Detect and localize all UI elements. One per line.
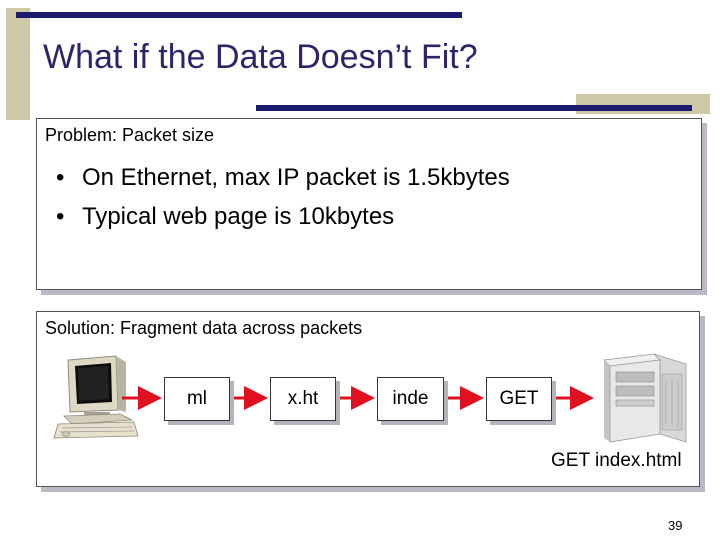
decorative-tan-bar-vertical <box>6 8 30 120</box>
packet-label: ml <box>186 388 208 409</box>
decorative-navy-bar-top <box>16 12 462 18</box>
decorative-navy-bar-bottom <box>256 105 692 111</box>
packet-label: inde <box>392 388 429 409</box>
bullet-item: • On Ethernet, max IP packet is 1.5kbytes <box>56 164 510 192</box>
packet-box: GET <box>486 377 552 421</box>
packet-box: inde <box>377 377 444 421</box>
server-caption: GET index.html <box>551 450 682 471</box>
packet-label: GET <box>499 388 539 409</box>
bullet-text: On Ethernet, max IP packet is 1.5kbytes <box>82 164 510 191</box>
problem-heading: Problem: Packet size <box>45 125 215 145</box>
problem-box <box>36 118 702 290</box>
packet-box: x.ht <box>270 377 336 421</box>
solution-heading: Solution: Fragment data across packets <box>45 318 363 338</box>
bullet-item: • Typical web page is 10kbytes <box>56 203 394 231</box>
packet-box: ml <box>164 377 230 421</box>
packet-label: x.ht <box>287 388 319 409</box>
server-icon <box>603 353 687 443</box>
slide-title: What if the Data Doesn’t Fit? <box>43 38 478 76</box>
bullet-text: Typical web page is 10kbytes <box>82 203 395 230</box>
bullet-dot-icon: • <box>56 164 65 191</box>
client-computer-icon <box>53 355 139 439</box>
bullet-dot-icon: • <box>56 203 65 230</box>
page-number: 39 <box>668 518 683 533</box>
